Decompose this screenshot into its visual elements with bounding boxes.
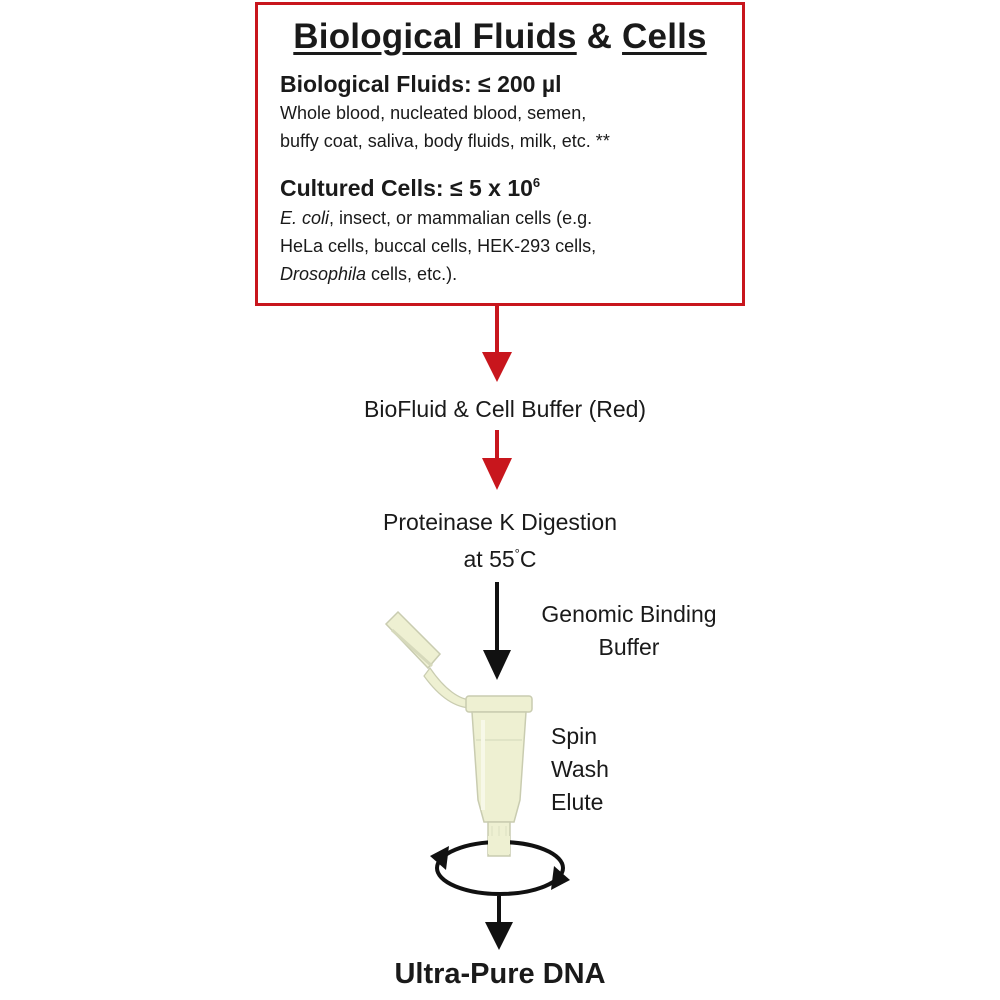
cells-line-1: E. coli, insect, or mammalian cells (e.g… xyxy=(280,204,596,232)
final-product-label: Ultra-Pure DNA xyxy=(394,958,606,990)
degree-symbol: ° xyxy=(514,546,520,561)
buffer-step-label: BioFluid & Cell Buffer (Red) xyxy=(364,396,647,422)
cells-line-1-rest: , insect, or mammalian cells (e.g. xyxy=(329,208,593,228)
box-title: Biological Fluids & Cells xyxy=(258,17,742,57)
red-arrow-2 xyxy=(482,430,512,490)
spin-label: Spin xyxy=(551,723,598,749)
binding-line-1: Genomic Binding xyxy=(541,601,717,627)
wash-label: Wash xyxy=(551,756,609,782)
column-steps-label: Spin Wash Elute xyxy=(551,720,609,819)
cells-line-1-italic: E. coli xyxy=(280,208,330,228)
red-arrow-1 xyxy=(482,305,512,382)
spin-column-icon xyxy=(384,610,533,857)
digestion-line-2: at 55°C xyxy=(0,538,1000,575)
fluids-description: Whole blood, nucleated blood, semen, buf… xyxy=(280,99,610,155)
cells-heading-text: Cultured Cells: ≤ 5 x 10 xyxy=(280,175,533,201)
cells-line-3-rest: cells, etc.). xyxy=(366,264,458,284)
cells-line-2: HeLa cells, buccal cells, HEK-293 cells, xyxy=(280,236,597,256)
cells-line-3-italic: Drosophila xyxy=(280,264,367,284)
digestion-unit: C xyxy=(519,546,537,572)
black-arrow-binding xyxy=(483,582,511,680)
black-arrow-final xyxy=(485,896,513,950)
fluids-line-2: buffy coat, saliva, body fluids, milk, e… xyxy=(280,131,610,151)
title-cells: Cells xyxy=(622,17,707,56)
fluids-line-1: Whole blood, nucleated blood, semen, xyxy=(280,103,587,123)
title-amp: & xyxy=(576,17,623,56)
elute-label: Elute xyxy=(551,789,604,815)
title-fluids: Biological Fluids xyxy=(293,17,577,56)
fluids-heading: Biological Fluids: ≤ 200 µl xyxy=(280,71,562,97)
digestion-temp: at 55 xyxy=(463,546,515,572)
binding-line-2: Buffer xyxy=(598,634,660,660)
digestion-line-1: Proteinase K Digestion xyxy=(383,509,617,535)
cells-description: E. coli, insect, or mammalian cells (e.g… xyxy=(280,204,596,288)
spin-rotation-icon xyxy=(430,836,570,896)
cells-heading: Cultured Cells: ≤ 5 x 106 xyxy=(280,175,540,202)
sample-box: Biological Fluids & Cells Biological Flu… xyxy=(255,2,745,306)
cells-heading-exponent: 6 xyxy=(532,175,541,190)
digestion-step-label: Proteinase K Digestion at 55°C xyxy=(0,506,1000,575)
cells-line-3: Drosophila cells, etc.). xyxy=(280,260,596,288)
binding-step-label: Genomic Binding Buffer xyxy=(518,598,740,664)
